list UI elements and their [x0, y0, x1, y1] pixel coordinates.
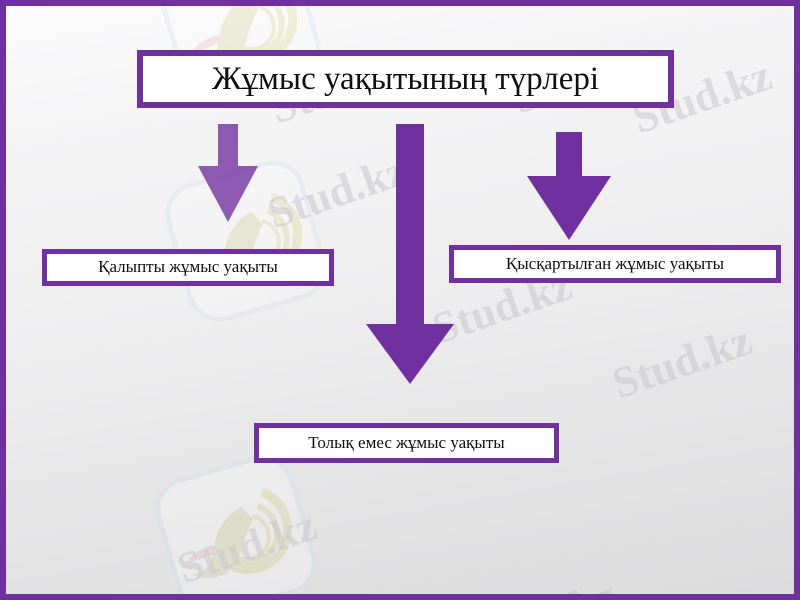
watermark-text: Stud.kz	[606, 315, 758, 409]
node-box-partial-working-time: Толық емес жұмыс уақыты	[254, 423, 559, 463]
node-box-reduced-working-time: Қысқартылған жұмыс уақыты	[449, 245, 781, 283]
diagram-title-box: Жұмыс уақытының түрлері	[137, 50, 674, 108]
watermark-text: Stud.kz	[471, 569, 623, 594]
node-box-normal-working-time: Қалыпты жұмыс уақыты	[42, 249, 334, 286]
diagram-title-text: Жұмыс уақытының түрлері	[211, 60, 600, 97]
node-label-normal-working-time: Қалыпты жұмыс уақыты	[98, 257, 278, 277]
node-label-reduced-working-time: Қысқартылған жұмыс уақыты	[505, 253, 725, 273]
arrow-down-to-reduced-icon	[525, 132, 613, 242]
stud-kz-bird-logo	[143, 443, 329, 594]
arrow-down-to-partial-icon	[364, 124, 456, 386]
arrow-down-to-normal-icon	[196, 124, 260, 224]
watermark-text: Stud.kz	[171, 500, 323, 594]
node-label-partial-working-time: Толық емес жұмыс уақыты	[308, 432, 505, 452]
